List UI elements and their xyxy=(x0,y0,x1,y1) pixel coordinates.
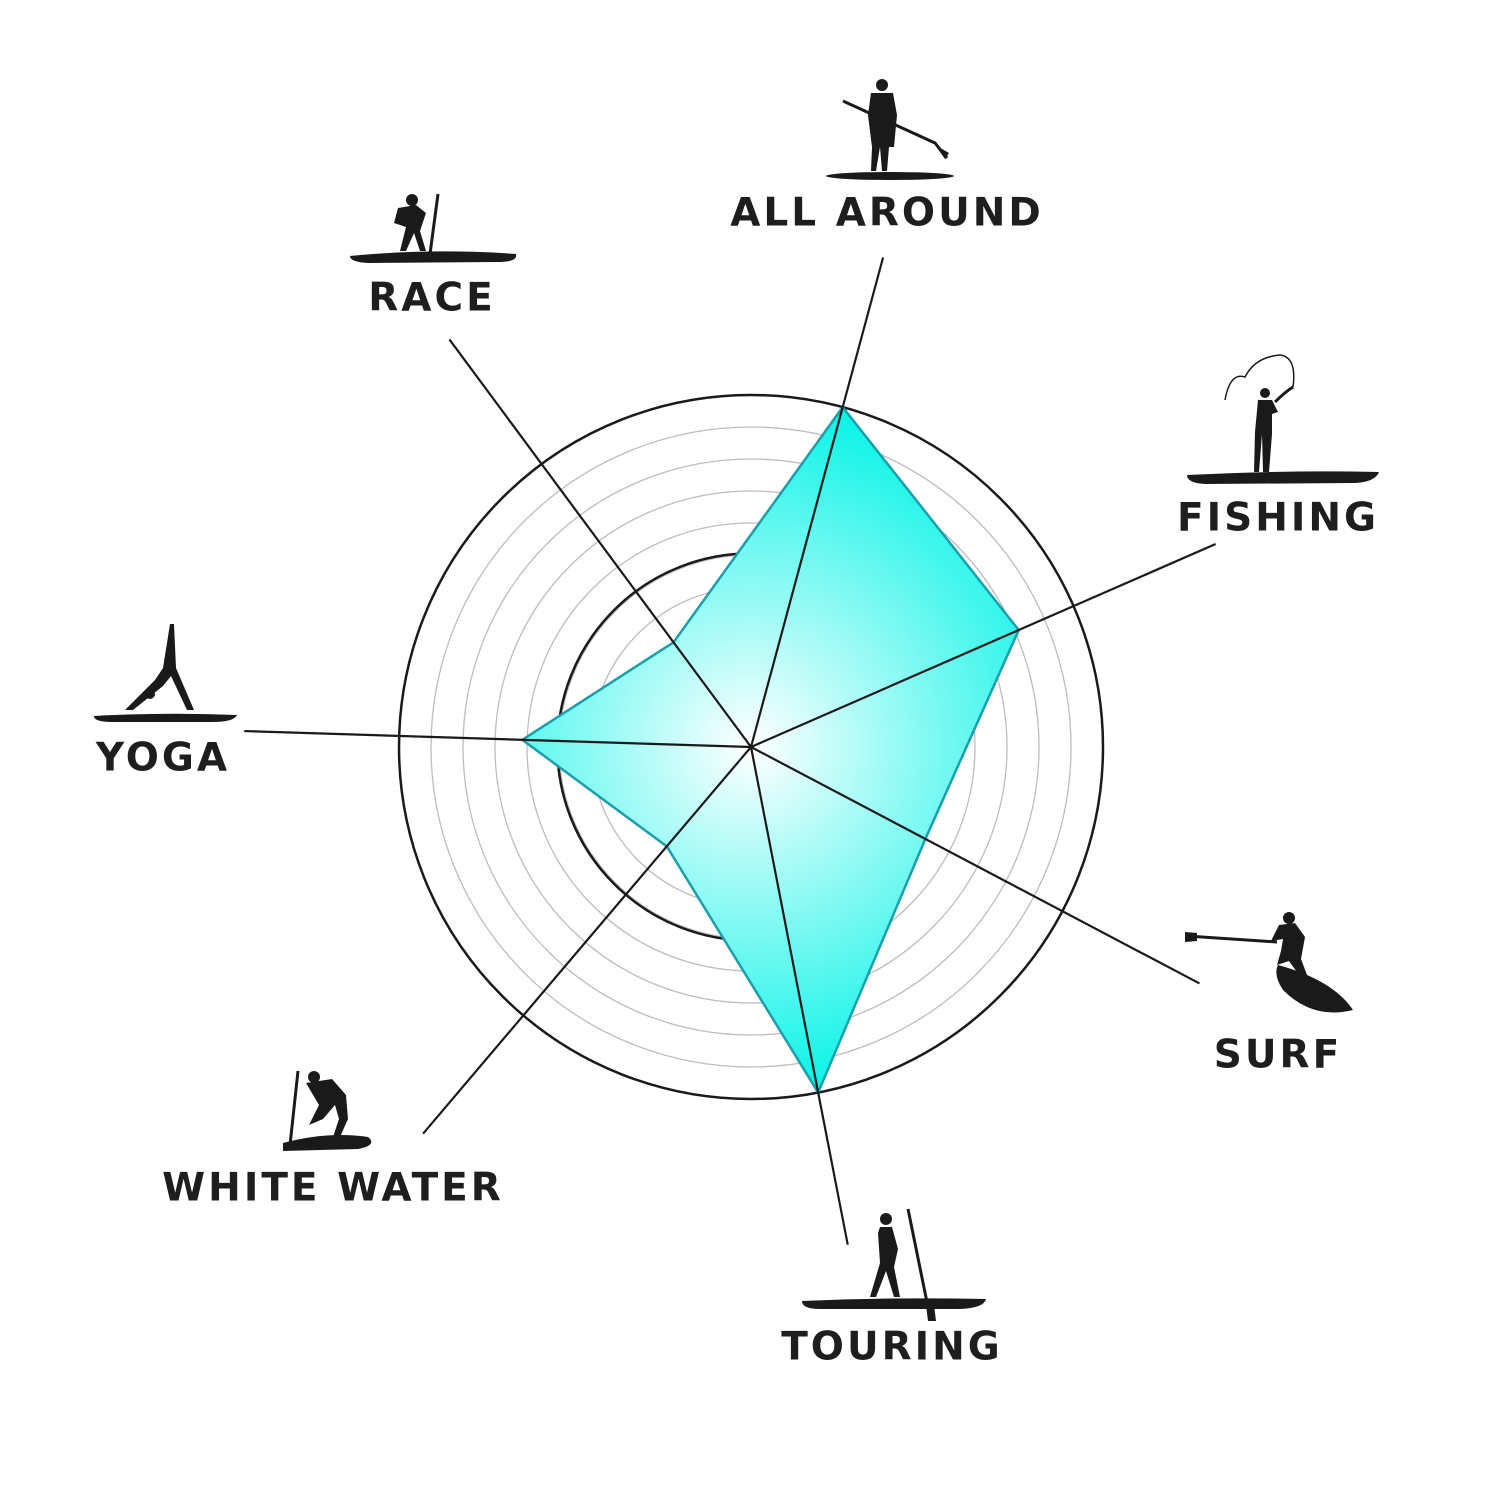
axis-line-white-water xyxy=(422,746,752,1135)
surf-paddler-icon xyxy=(1185,912,1353,1013)
grid-ring xyxy=(462,458,1040,1036)
touring-paddler-icon xyxy=(802,1208,986,1321)
axis-label-yoga: YOGA xyxy=(95,735,231,781)
white-water-paddler-icon xyxy=(283,1070,372,1151)
data-area-board-profile xyxy=(521,405,1020,1094)
axis-label-white-water: WHITE WATER xyxy=(162,1165,504,1211)
axis-line-fishing xyxy=(750,543,1217,749)
axis-label-surf: SURF xyxy=(1213,1032,1343,1078)
axis-label-race: RACE xyxy=(368,275,496,321)
axis-label-touring: TOURING xyxy=(781,1324,1003,1370)
axis-line-yoga xyxy=(244,729,752,749)
grid-ring xyxy=(430,426,1072,1068)
race-paddler-icon xyxy=(350,193,517,263)
axis-label-all-around: ALL AROUND xyxy=(730,190,1044,236)
all-around-paddler-icon xyxy=(826,79,954,180)
grid-ring xyxy=(494,490,1008,1004)
axis-line-surf xyxy=(750,746,1200,985)
axis-line-touring xyxy=(749,746,849,1245)
major-ring xyxy=(397,393,1105,1101)
axis-line-all-around xyxy=(749,257,885,748)
yoga-paddler-icon xyxy=(94,624,237,722)
axis-line-race xyxy=(448,338,752,748)
fishing-paddler-icon xyxy=(1187,354,1379,484)
axis-label-fishing: FISHING xyxy=(1176,495,1380,541)
